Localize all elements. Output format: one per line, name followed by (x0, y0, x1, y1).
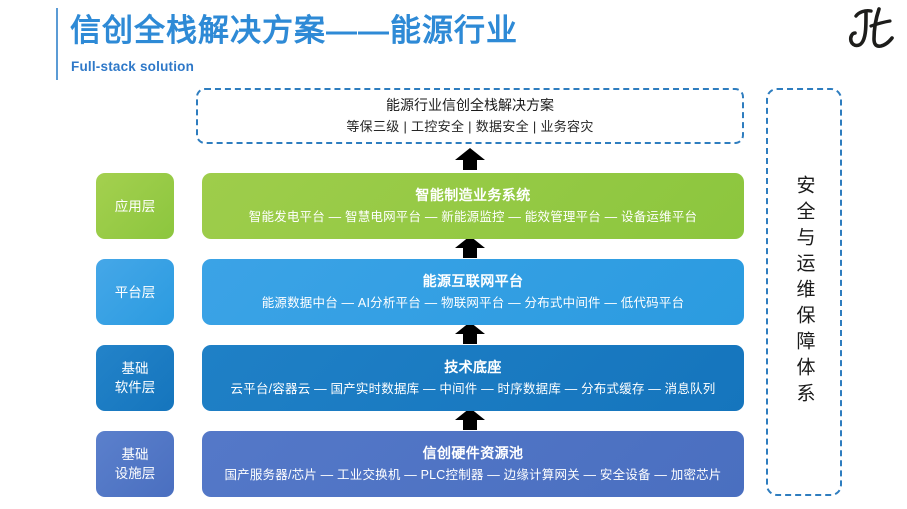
up-arrow-icon (455, 408, 485, 430)
layer-panel-platform[interactable]: 能源互联网平台 能源数据中台 — AI分析平台 — 物联网平台 — 分布式中间件… (202, 259, 744, 325)
solution-summary-subtitle: 等保三级 | 工控安全 | 数据安全 | 业务容灾 (346, 119, 594, 134)
layer-panel-items: 国产服务器/芯片 — 工业交换机 — PLC控制器 — 边缘计算网关 — 安全设… (224, 467, 722, 482)
layer-panel-items: 云平台/容器云 — 国产实时数据库 — 中间件 — 时序数据库 — 分布式缓存 … (230, 381, 716, 396)
layer-tag-line1: 应用层 (114, 198, 156, 214)
page-title: 信创全栈解决方案——能源行业 (70, 13, 518, 48)
layer-panel-application[interactable]: 智能制造业务系统 智能发电平台 — 智慧电网平台 — 新能源监控 — 能效管理平… (202, 173, 744, 239)
up-arrow-icon (455, 322, 485, 344)
solution-summary-box: 能源行业信创全栈解决方案 等保三级 | 工控安全 | 数据安全 | 业务容灾 (196, 88, 744, 144)
layer-tag-application[interactable]: 应用层 (96, 173, 174, 239)
stack-row-infrastructure: 基础 设施层 信创硬件资源池 国产服务器/芯片 — 工业交换机 — PLC控制器… (96, 431, 744, 497)
stack-row-base-software: 基础 软件层 技术底座 云平台/容器云 — 国产实时数据库 — 中间件 — 时序… (96, 345, 744, 411)
layer-panel-title: 智能制造业务系统 (415, 186, 531, 203)
layer-panel-title: 信创硬件资源池 (422, 444, 524, 461)
brand-logo-icon (841, 2, 899, 58)
layer-panel-infrastructure[interactable]: 信创硬件资源池 国产服务器/芯片 — 工业交换机 — PLC控制器 — 边缘计算… (202, 431, 744, 497)
layer-tag-base-software[interactable]: 基础 软件层 (96, 345, 174, 411)
layer-tag-line1: 基础 (121, 447, 149, 462)
layer-panel-items: 智能发电平台 — 智慧电网平台 — 新能源监控 — 能效管理平台 — 设备运维平… (248, 209, 698, 224)
layer-panel-title: 技术底座 (444, 358, 502, 375)
page-header: 信创全栈解决方案——能源行业 Full-stack solution (0, 0, 907, 82)
solution-summary-title: 能源行业信创全栈解决方案 (386, 97, 554, 113)
layer-panel-base-software[interactable]: 技术底座 云平台/容器云 — 国产实时数据库 — 中间件 — 时序数据库 — 分… (202, 345, 744, 411)
up-arrow-icon (455, 236, 485, 258)
layer-panel-items: 能源数据中台 — AI分析平台 — 物联网平台 — 分布式中间件 — 低代码平台 (261, 295, 685, 310)
stack-row-platform: 平台层 能源互联网平台 能源数据中台 — AI分析平台 — 物联网平台 — 分布… (96, 259, 744, 325)
layer-panel-title: 能源互联网平台 (422, 272, 524, 289)
security-ops-side-panel: 安全与运维保障体系 (766, 88, 842, 496)
layer-tag-line2: 设施层 (114, 466, 156, 481)
page-subtitle: Full-stack solution (71, 59, 195, 74)
layer-tag-infrastructure[interactable]: 基础 设施层 (96, 431, 174, 497)
layer-tag-line2: 软件层 (114, 380, 156, 395)
up-arrow-icon (455, 148, 485, 170)
layer-tag-line1: 基础 (121, 361, 149, 376)
layer-tag-line1: 平台层 (114, 284, 156, 300)
header-accent-rule (56, 8, 58, 80)
layer-tag-platform[interactable]: 平台层 (96, 259, 174, 325)
stack-row-application: 应用层 智能制造业务系统 智能发电平台 — 智慧电网平台 — 新能源监控 — 能… (96, 173, 744, 239)
security-ops-side-panel-label: 安全与运维保障体系 (793, 175, 816, 409)
